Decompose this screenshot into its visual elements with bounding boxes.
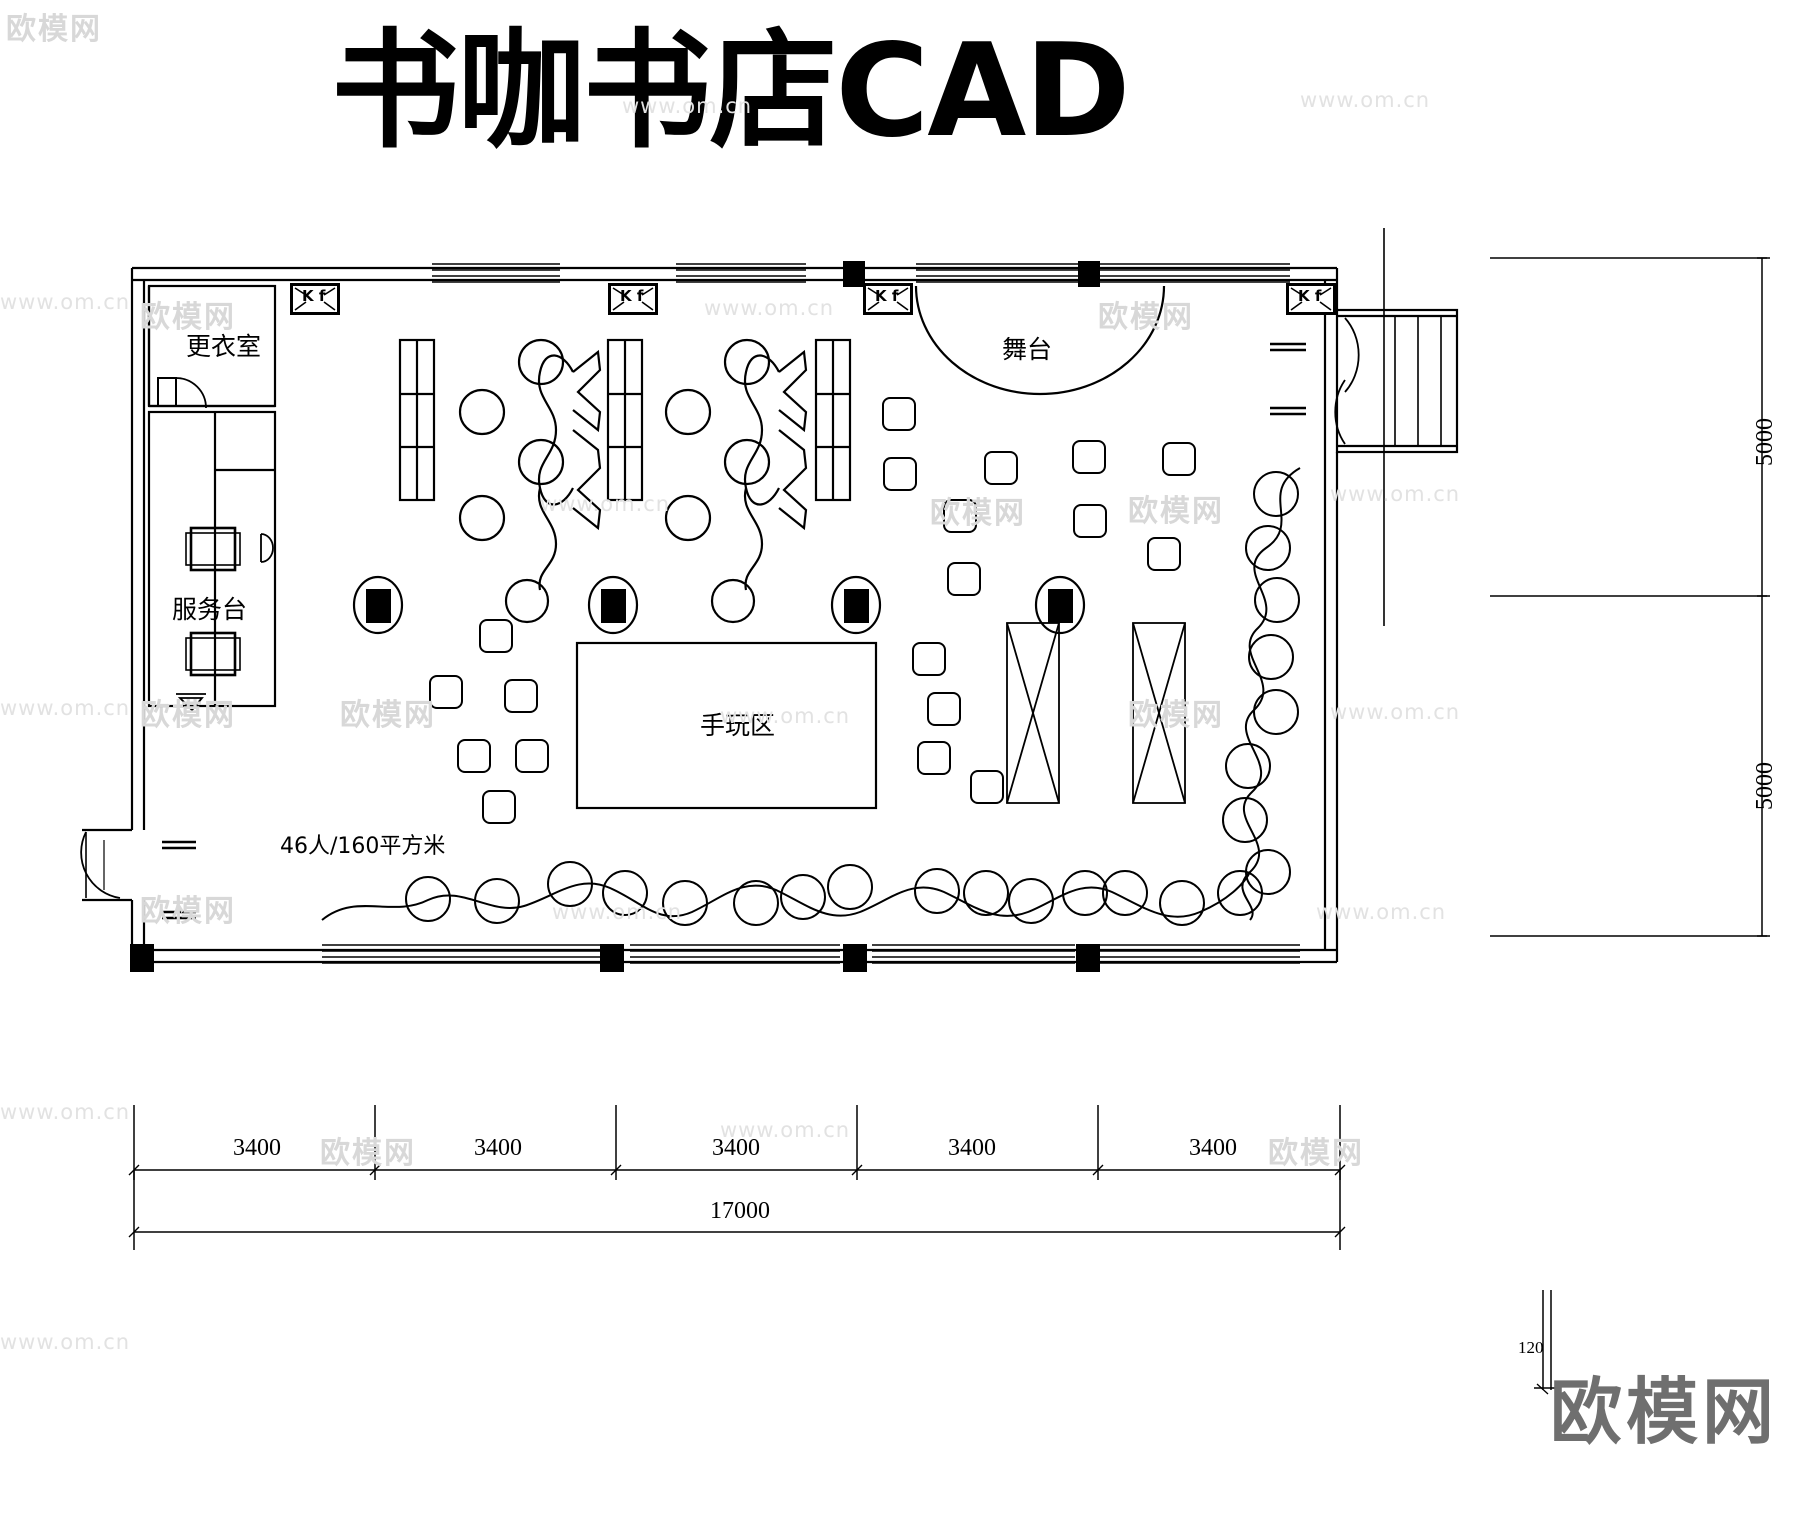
dim-vertical-2: 5000 <box>1752 762 1778 810</box>
top-wall-columns <box>843 261 1100 287</box>
vertical-dimension-lines <box>1490 257 1770 937</box>
dim-segment-4: 3400 <box>948 1135 996 1161</box>
structural-columns <box>352 575 1086 635</box>
wavy-seating-right <box>664 338 808 624</box>
service-desk-area <box>147 410 277 712</box>
wavy-seating-left <box>458 338 602 624</box>
bottom-wall-columns <box>130 944 1100 972</box>
dim-segment-1: 3400 <box>233 1135 281 1161</box>
room-label-service-desk: 服务台 <box>172 595 248 624</box>
square-stools-right <box>882 397 1196 804</box>
page-title: 书咖书店CAD <box>331 17 1130 166</box>
dim-segment-3: 3400 <box>712 1135 760 1161</box>
top-window-band <box>432 263 1290 283</box>
bottom-window-band <box>322 944 1300 964</box>
bookshelf-racks <box>398 338 852 502</box>
crossed-panels <box>1006 622 1186 804</box>
door-tag-3-text: K f <box>875 287 899 305</box>
dim-vertical-1: 5000 <box>1752 418 1778 466</box>
building-outline <box>130 266 1339 964</box>
door-tag-3: K f <box>863 283 913 315</box>
right-wavy-rail <box>1222 467 1301 921</box>
dim-segment-5: 3400 <box>1189 1135 1237 1161</box>
door-tag-1-text: K f <box>302 287 326 305</box>
right-wall-slots <box>1270 342 1306 416</box>
dim-segment-2: 3400 <box>474 1135 522 1161</box>
right-entry-stair <box>1334 228 1459 626</box>
room-label-changing-room: 更衣室 <box>186 332 262 361</box>
horizontal-dimension-lines <box>128 1105 1560 1395</box>
stage-platform <box>914 285 1166 396</box>
changing-room-walls <box>147 284 277 409</box>
dim-small-note: 120 <box>1518 1338 1544 1357</box>
door-tag-4-text: K f <box>1298 287 1322 305</box>
capacity-note: 46人/160平方米 <box>280 834 446 859</box>
left-entry-door <box>80 828 132 902</box>
room-label-stage: 舞台 <box>1002 335 1053 364</box>
bottom-wavy-rail <box>321 861 1263 926</box>
door-tag-1: K f <box>290 283 340 315</box>
square-stools-left <box>429 619 549 824</box>
dim-total-width: 17000 <box>710 1198 770 1224</box>
door-tag-2-text: K f <box>620 287 644 305</box>
left-wall-slots <box>162 840 196 920</box>
door-tag-4: K f <box>1286 283 1336 315</box>
play-area-table <box>575 641 878 810</box>
door-tag-2: K f <box>608 283 658 315</box>
room-label-play-area: 手玩区 <box>700 711 776 740</box>
